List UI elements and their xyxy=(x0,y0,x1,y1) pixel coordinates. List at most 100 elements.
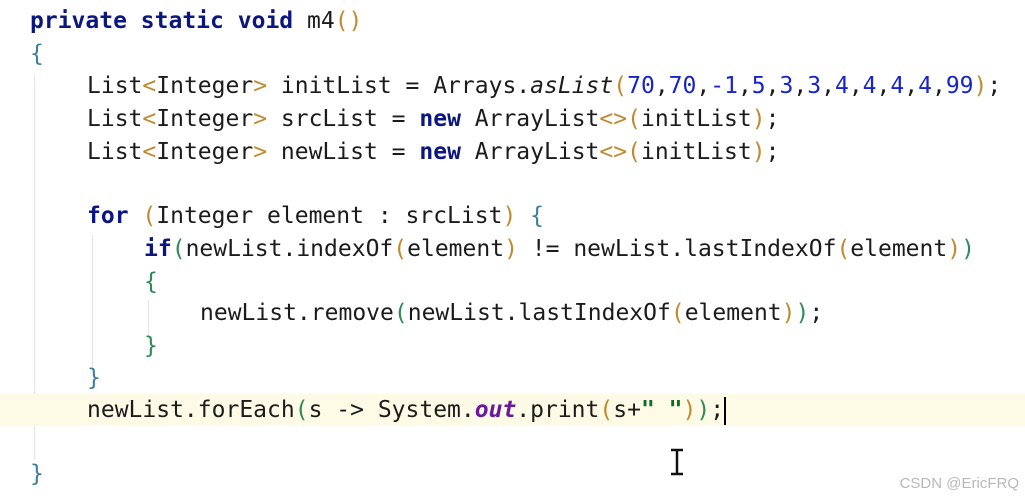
code-line-if-open: { xyxy=(0,266,1025,298)
argument: element xyxy=(684,300,782,326)
semicolon: ; xyxy=(765,106,780,132)
code-line-open-brace: { xyxy=(0,38,1025,70)
declaration: newList = xyxy=(267,139,420,165)
paren: ( xyxy=(294,397,309,423)
number-literal: 4 xyxy=(918,73,932,99)
generic-bracket: > xyxy=(253,139,268,165)
generic-bracket: < xyxy=(142,106,157,132)
argument: element xyxy=(850,236,948,262)
paren: ( xyxy=(599,397,614,423)
number-literal: -1 xyxy=(710,73,738,99)
code-line-if-close: } xyxy=(0,330,1025,362)
number-literal: 99 xyxy=(945,73,974,99)
brace: } xyxy=(30,461,44,487)
paren: ) xyxy=(504,236,518,262)
method-call: newList.lastIndexOf xyxy=(407,300,671,326)
static-field: out xyxy=(474,397,517,423)
generic-bracket: <> xyxy=(599,139,628,165)
code-line-foreach: newList.forEach(s -> System.out.print(s+… xyxy=(0,394,1025,426)
type-name: List xyxy=(87,73,143,99)
method-call: newList.indexOf xyxy=(185,236,394,262)
number-literal: 3 xyxy=(779,73,794,99)
code-line-remove: newList.remove(newList.lastIndexOf(eleme… xyxy=(0,297,1025,329)
type-name: List xyxy=(87,139,143,165)
operator-expression: != newList.lastIndexOf xyxy=(517,236,837,262)
generic-bracket: > xyxy=(253,106,268,132)
paren: ( xyxy=(670,300,685,326)
paren: ( xyxy=(393,300,408,326)
paren: ) xyxy=(973,73,988,99)
number-literal: 4 xyxy=(890,73,905,99)
paren: ( xyxy=(171,236,186,262)
paren: ( xyxy=(613,73,628,99)
paren: ( xyxy=(627,106,641,132)
code-line-for: for (Integer element : srcList) { xyxy=(0,200,1025,232)
paren: ( xyxy=(836,236,851,262)
number-literal: 5 xyxy=(751,73,766,99)
brace: { xyxy=(530,203,545,229)
number-literal: 3 xyxy=(807,73,822,99)
brace: { xyxy=(30,41,44,67)
string-literal: " " xyxy=(640,397,683,423)
paren: ) xyxy=(961,236,975,262)
code-line-signature: private static void m4() xyxy=(0,5,1025,37)
constructor: ArrayList xyxy=(460,106,600,132)
keyword: private xyxy=(30,8,127,34)
paren: ( xyxy=(627,139,641,165)
code-line-if: if(newList.indexOf(element) != newList.l… xyxy=(0,233,1025,265)
paren: ( xyxy=(393,236,408,262)
code-line-newlist: List<Integer> newList = new ArrayList<>(… xyxy=(0,136,1025,168)
for-header: Integer element : srcList xyxy=(156,203,503,229)
keyword: new xyxy=(419,139,461,165)
generic-bracket: < xyxy=(142,139,157,165)
constructor: ArrayList xyxy=(460,139,600,165)
argument: s+ xyxy=(613,397,641,423)
paren: ) xyxy=(751,106,766,132)
paren: ( xyxy=(142,203,157,229)
paren: ) xyxy=(751,139,766,165)
parens: () xyxy=(334,8,363,34)
semicolon: ; xyxy=(710,397,725,423)
generic-type: Integer xyxy=(156,73,254,99)
indent-guide xyxy=(148,300,149,340)
generic-type: Integer xyxy=(156,139,254,165)
method-name: m4 xyxy=(307,8,335,34)
text-caret xyxy=(724,396,727,425)
paren: ) xyxy=(947,236,962,262)
indent-guide xyxy=(34,75,35,460)
type-name: List xyxy=(87,106,143,132)
brace: } xyxy=(87,365,101,391)
argument: element xyxy=(407,236,505,262)
paren: ) xyxy=(682,397,697,423)
declaration: initList = Arrays. xyxy=(267,73,531,99)
semicolon: ; xyxy=(987,73,1002,99)
argument: initList xyxy=(640,139,752,165)
keyword: for xyxy=(87,203,129,229)
paren: ) xyxy=(795,300,810,326)
generic-bracket: < xyxy=(142,73,157,99)
method-call: asList xyxy=(530,73,614,99)
generic-bracket: > xyxy=(253,73,268,99)
paren: ) xyxy=(502,203,517,229)
code-line-initlist: List<Integer> initList = Arrays.asList(7… xyxy=(87,73,1002,99)
code-line-close-brace: } xyxy=(0,458,1025,490)
keyword: void xyxy=(237,8,294,34)
generic-type: Integer xyxy=(156,106,254,132)
method-call: newList.remove xyxy=(200,300,394,326)
keyword: if xyxy=(144,236,172,262)
semicolon: ; xyxy=(809,300,824,326)
lambda-expression: s -> System. xyxy=(308,397,475,423)
keyword: static xyxy=(140,8,224,34)
generic-bracket: <> xyxy=(599,106,628,132)
brace: } xyxy=(144,333,158,359)
argument: initList xyxy=(640,106,752,132)
number-literal: 70 xyxy=(627,73,655,99)
indent-guide xyxy=(92,235,93,370)
ibeam-cursor-icon xyxy=(671,448,683,476)
brace: { xyxy=(144,269,158,295)
semicolon: ; xyxy=(765,139,780,165)
keyword: new xyxy=(419,106,461,132)
number-literal: 4 xyxy=(862,73,877,99)
method-call: newList.forEach xyxy=(87,397,295,423)
